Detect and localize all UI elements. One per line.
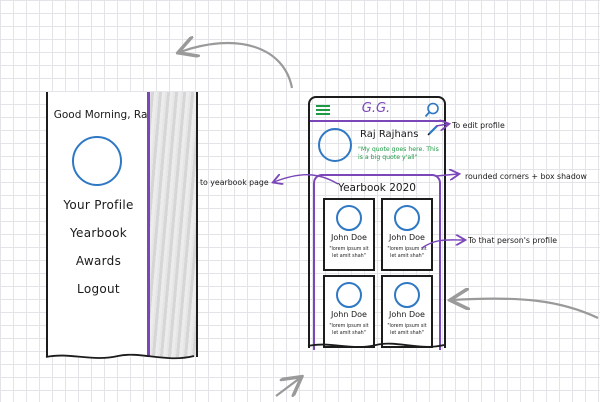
flow-arrow-right: [452, 299, 599, 319]
hamburger-menu-icon[interactable]: [315, 104, 331, 116]
drawer-scrim[interactable]: [149, 92, 196, 357]
person-card[interactable]: John Doe "lorem ipsum sit let amit shah": [381, 198, 433, 271]
profile-quote: "My quote goes here. This is a big quote…: [358, 146, 439, 162]
person-avatar: [394, 282, 420, 308]
person-quote: "lorem ipsum sit let amit shah": [329, 247, 369, 259]
greeting-text: Good Morning, Raj: [53, 109, 151, 121]
person-quote: "lorem ipsum sit let amit shah": [387, 247, 427, 259]
profile-name: Raj Rajhans: [360, 129, 419, 140]
drawer-edge-line: [147, 92, 150, 357]
person-name: John Doe: [389, 233, 425, 242]
person-avatar: [336, 282, 362, 308]
drawer-mockup: Good Morning, Raj Your Profile Yearbook …: [46, 92, 198, 357]
person-card[interactable]: John Doe "lorem ipsum sit let amit shah": [323, 275, 375, 348]
person-quote: "lorem ipsum sit let amit shah": [329, 324, 369, 336]
person-avatar: [394, 205, 420, 231]
annotation-edit-profile: To edit profile: [452, 121, 505, 130]
menu-item-yearbook[interactable]: Yearbook: [69, 226, 128, 240]
flow-arrow-bottom: [275, 378, 300, 396]
drawer-panel: Good Morning, Raj Your Profile Yearbook …: [48, 92, 151, 357]
annotation-yearbook-page: to yearbook page: [200, 178, 269, 187]
annotation-rounded-corners: rounded corners + box shadow: [465, 172, 587, 181]
yearbook-section[interactable]: Yearbook 2020 John Doe "lorem ipsum sit …: [313, 174, 441, 350]
flow-arrow-to-drawer: [180, 43, 294, 89]
person-name: John Doe: [389, 310, 425, 319]
annotation-person-profile: To that person's profile: [468, 236, 558, 245]
menu-item-awards[interactable]: Awards: [75, 254, 122, 268]
app-title: G.G.: [361, 101, 391, 116]
app-bar-divider: [310, 120, 444, 122]
menu-item-your-profile[interactable]: Your Profile: [63, 198, 134, 212]
yearbook-title[interactable]: Yearbook 2020: [338, 182, 416, 194]
person-name: John Doe: [331, 310, 367, 319]
person-quote: "lorem ipsum sit let amit shah": [387, 324, 427, 336]
person-avatar: [336, 205, 362, 231]
person-card[interactable]: John Doe "lorem ipsum sit let amit shah": [323, 198, 375, 271]
search-icon[interactable]: [424, 102, 440, 118]
person-card[interactable]: John Doe "lorem ipsum sit let amit shah": [381, 275, 433, 348]
menu-item-logout[interactable]: Logout: [77, 282, 120, 296]
profile-avatar[interactable]: [318, 128, 352, 162]
person-name: John Doe: [331, 233, 367, 242]
phone-mockup: G.G. Raj Rajhans "My quote goes here. Th…: [308, 96, 446, 350]
pencil-icon[interactable]: [427, 124, 439, 136]
user-avatar[interactable]: [72, 136, 122, 186]
